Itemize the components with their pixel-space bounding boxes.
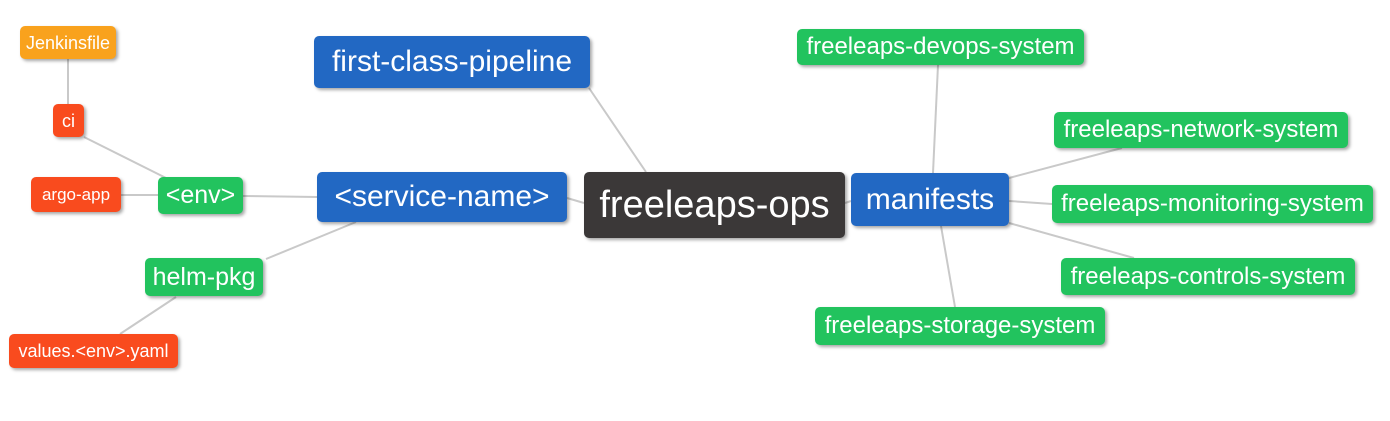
node-jenkinsfile[interactable]: Jenkinsfile (20, 26, 116, 59)
node-helm-pkg[interactable]: helm-pkg (145, 258, 263, 296)
node-freeleaps-devops-system[interactable]: freeleaps-devops-system (797, 29, 1084, 65)
node-values-env-yaml[interactable]: values.<env>.yaml (9, 334, 178, 368)
node-ci[interactable]: ci (53, 104, 84, 137)
node-manifests[interactable]: manifests (851, 173, 1009, 226)
edge-ci-to-env (83, 136, 171, 181)
node-env[interactable]: <env> (158, 177, 243, 214)
node-freeleaps-monitoring-system[interactable]: freeleaps-monitoring-system (1052, 185, 1373, 223)
edge-manifests-to-freeleaps-network-system (1008, 147, 1123, 179)
node-first-class-pipeline[interactable]: first-class-pipeline (314, 36, 590, 88)
node-freeleaps-network-system[interactable]: freeleaps-network-system (1054, 112, 1348, 148)
node-freeleaps-controls-system[interactable]: freeleaps-controls-system (1061, 258, 1355, 295)
node-freeleaps-storage-system[interactable]: freeleaps-storage-system (815, 307, 1105, 345)
edge-helm-pkg-to-service-name (265, 221, 357, 260)
edge-manifests-to-freeleaps-monitoring-system (1008, 200, 1053, 205)
edge-env-to-service-name (242, 195, 318, 198)
edge-manifests-to-freeleaps-storage-system (940, 225, 956, 308)
edge-values-env-yaml-to-helm-pkg (119, 296, 177, 335)
edge-service-name-to-freeleaps-ops (566, 197, 585, 204)
edge-first-class-pipeline-to-freeleaps-ops (588, 87, 647, 173)
node-argo-app[interactable]: argo-app (31, 177, 121, 212)
edge-manifests-to-freeleaps-devops-system (932, 64, 939, 174)
node-freeleaps-ops[interactable]: freeleaps-ops (584, 172, 845, 238)
node-service-name[interactable]: <service-name> (317, 172, 567, 222)
edge-manifests-to-freeleaps-controls-system (1008, 222, 1135, 259)
